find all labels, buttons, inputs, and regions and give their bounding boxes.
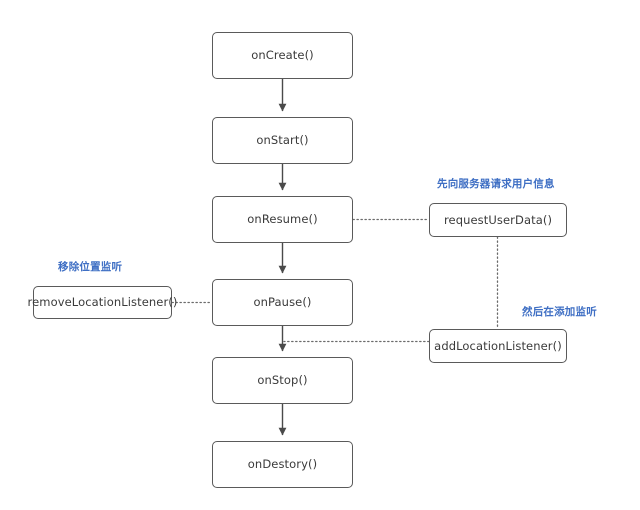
node-onresume[interactable]: onResume() bbox=[212, 196, 353, 243]
node-oncreate-label: onCreate() bbox=[251, 48, 314, 63]
node-onstop[interactable]: onStop() bbox=[212, 357, 353, 404]
annotation-remove-location-listener: 移除位置监听 bbox=[58, 261, 123, 273]
node-onstop-label: onStop() bbox=[257, 373, 308, 388]
node-onpause-label: onPause() bbox=[253, 295, 312, 310]
node-onstart[interactable]: onStart() bbox=[212, 117, 353, 164]
annotation-request-user-data: 先向服务器请求用户信息 bbox=[437, 178, 555, 190]
node-onstart-label: onStart() bbox=[256, 133, 309, 148]
node-ondestory-label: onDestory() bbox=[247, 457, 318, 472]
node-requestuserdata[interactable]: requestUserData() bbox=[429, 203, 567, 237]
annotation-add-location-listener: 然后在添加监听 bbox=[522, 306, 597, 318]
node-onresume-label: onResume() bbox=[247, 212, 318, 227]
node-requestuserdata-label: requestUserData() bbox=[443, 212, 553, 227]
node-removelocationlistener[interactable]: removeLocationListener() bbox=[28, 286, 177, 319]
node-addlocationlistener-label: addLocationListener() bbox=[434, 338, 562, 353]
node-ondestory[interactable]: onDestory() bbox=[212, 441, 353, 488]
node-addlocationlistener[interactable]: addLocationListener() bbox=[429, 329, 567, 363]
node-removelocationlistener-label: removeLocationListener() bbox=[27, 295, 178, 310]
node-onpause[interactable]: onPause() bbox=[212, 279, 353, 326]
node-oncreate[interactable]: onCreate() bbox=[212, 32, 353, 79]
